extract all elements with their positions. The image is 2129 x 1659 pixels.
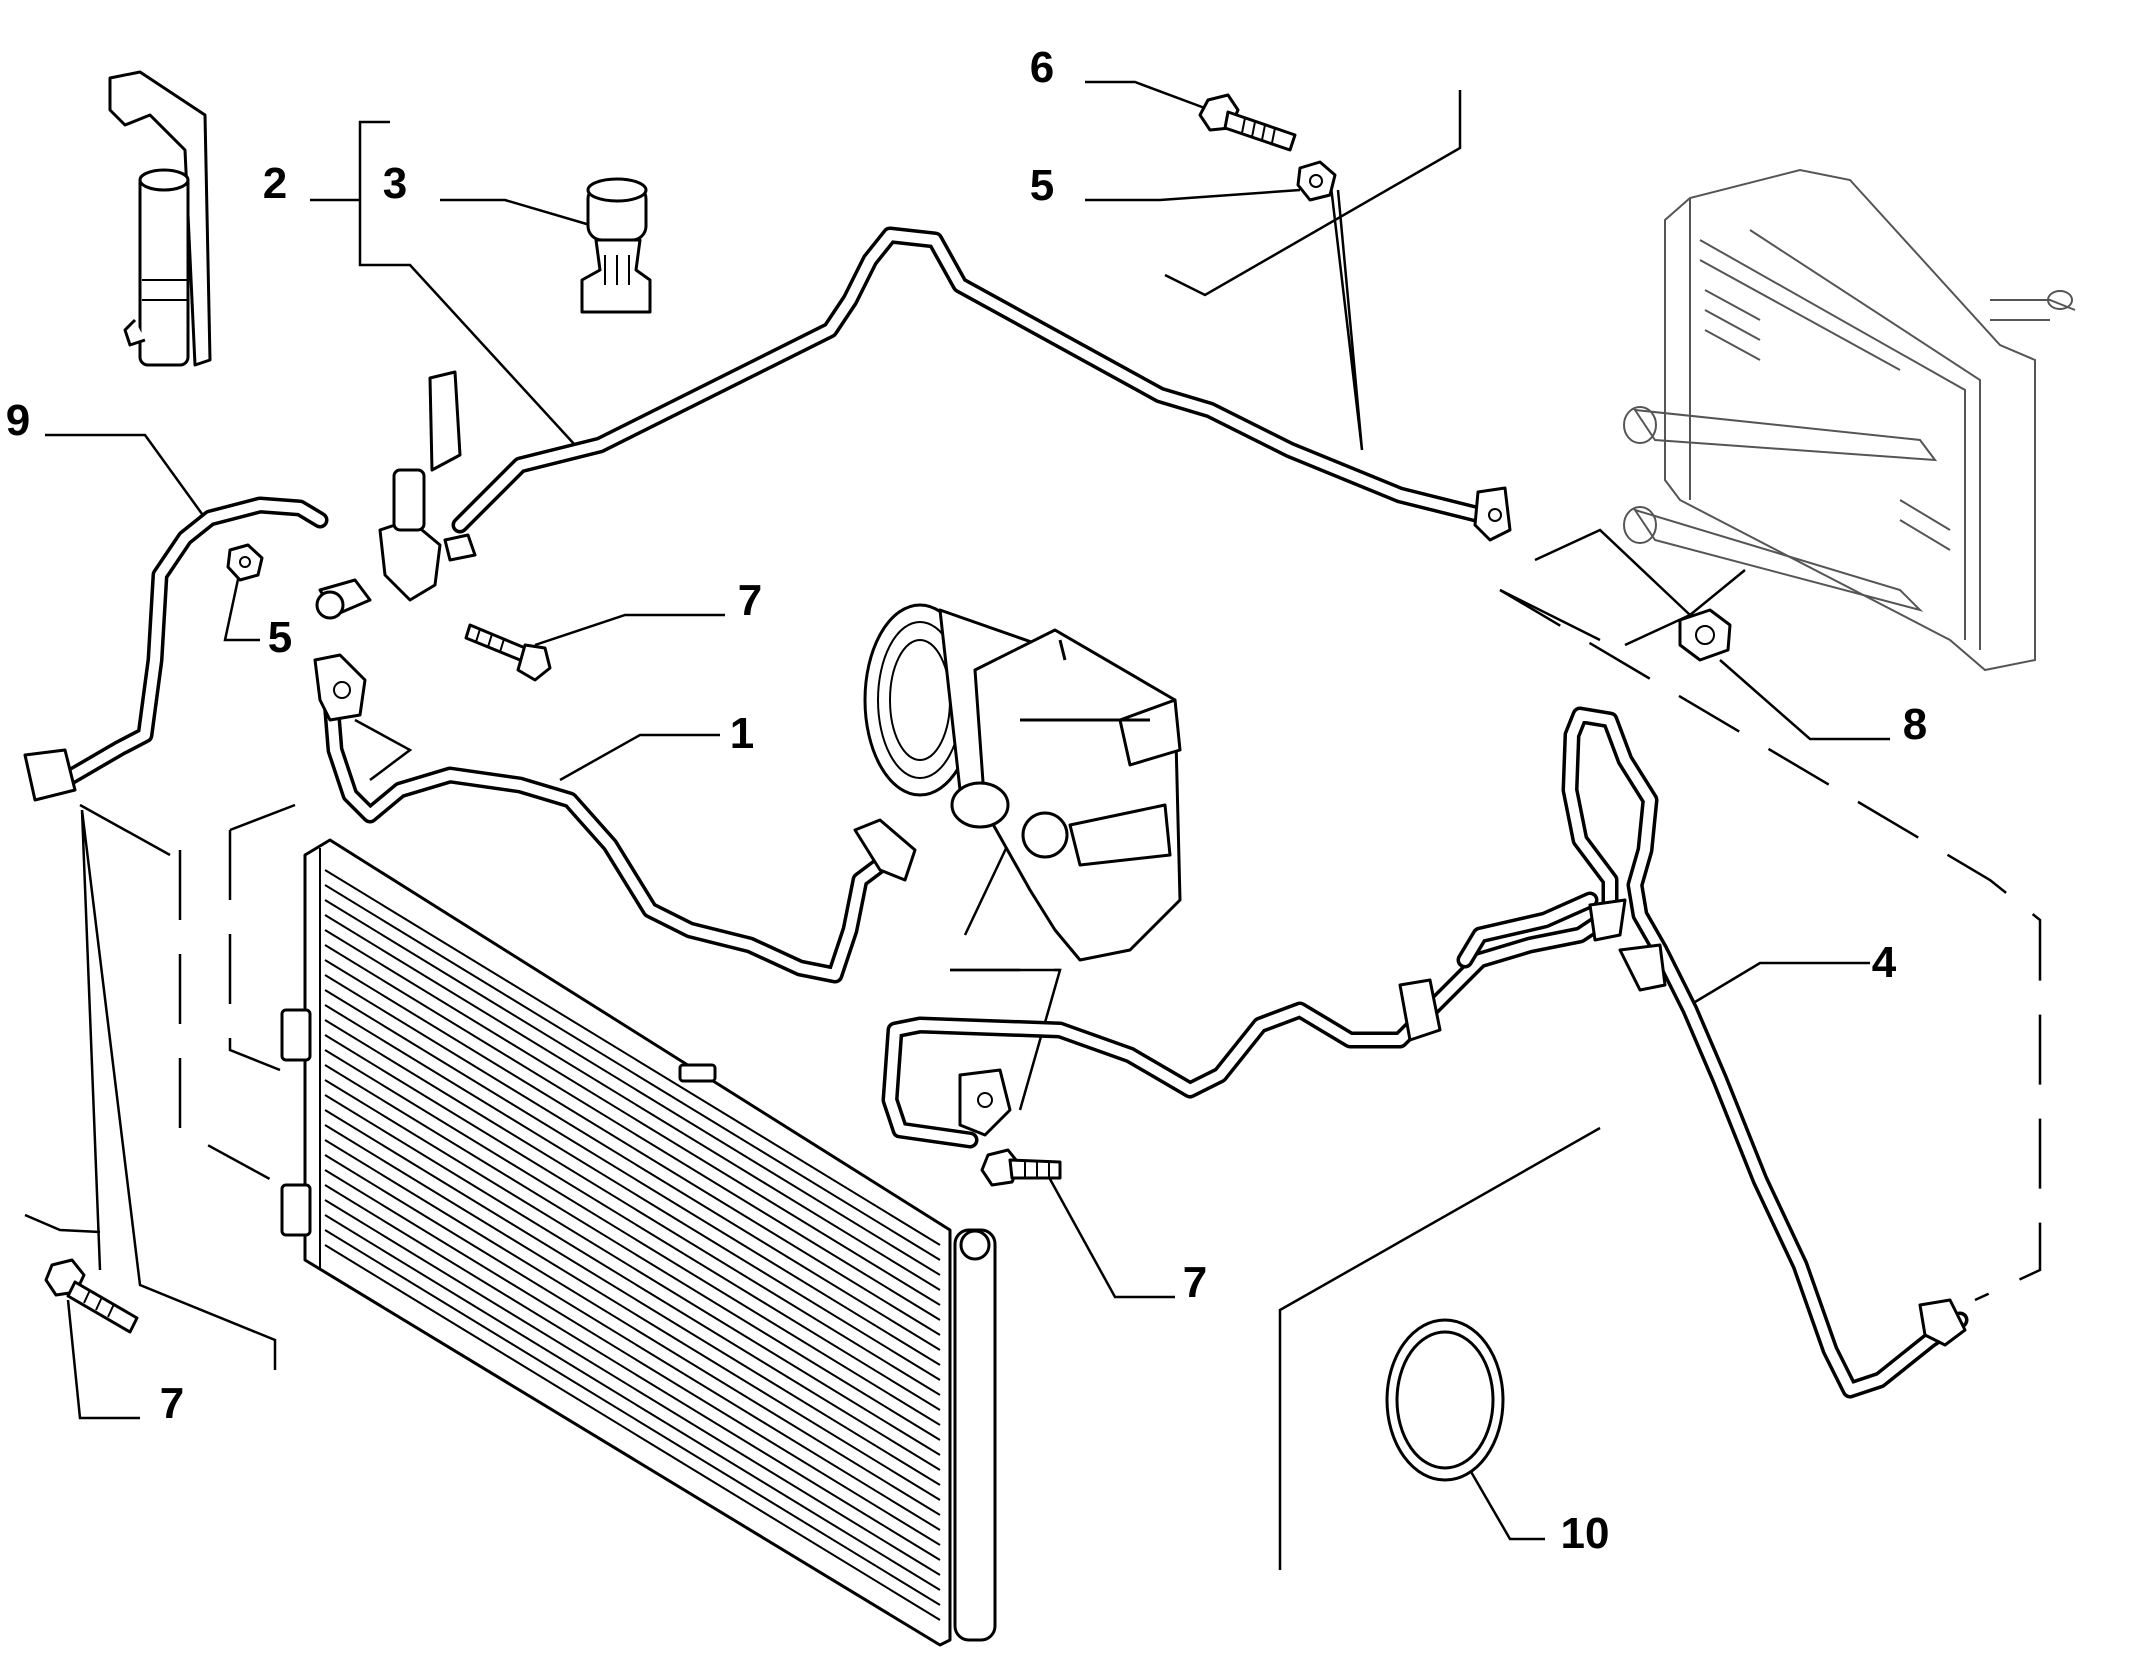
pressure-switch [580, 177, 652, 314]
pipe-valve-block [315, 370, 477, 620]
ac-compressor [863, 603, 1182, 962]
callout-labels: 1 2 3 4 5 5 6 7 7 7 8 9 10 [6, 43, 1927, 1558]
callout-4: 4 [1872, 938, 1897, 987]
callout-1: 1 [730, 709, 754, 758]
condenser [280, 838, 997, 1647]
callout-2: 2 [263, 159, 287, 208]
receiver-drier [108, 70, 212, 367]
leader-lines [24, 80, 1890, 1570]
callout-3: 3 [383, 159, 407, 208]
pipe-fittings [23, 486, 1967, 1347]
callout-8: 8 [1903, 700, 1927, 749]
callout-5-top: 5 [1030, 161, 1054, 210]
callout-7-middle: 7 [738, 576, 762, 625]
callout-5-left: 5 [268, 613, 292, 662]
callout-9: 9 [6, 396, 30, 445]
bolts-and-nuts [44, 93, 1732, 1334]
callout-10: 10 [1561, 1509, 1610, 1558]
evaporator [1623, 168, 2076, 672]
callout-7-lower: 7 [1183, 1258, 1207, 1307]
callout-7-bottom-left: 7 [160, 1379, 184, 1428]
refrigerant-pipes [56, 226, 1969, 1399]
o-ring [1385, 1318, 1505, 1482]
callout-6: 6 [1030, 43, 1054, 92]
